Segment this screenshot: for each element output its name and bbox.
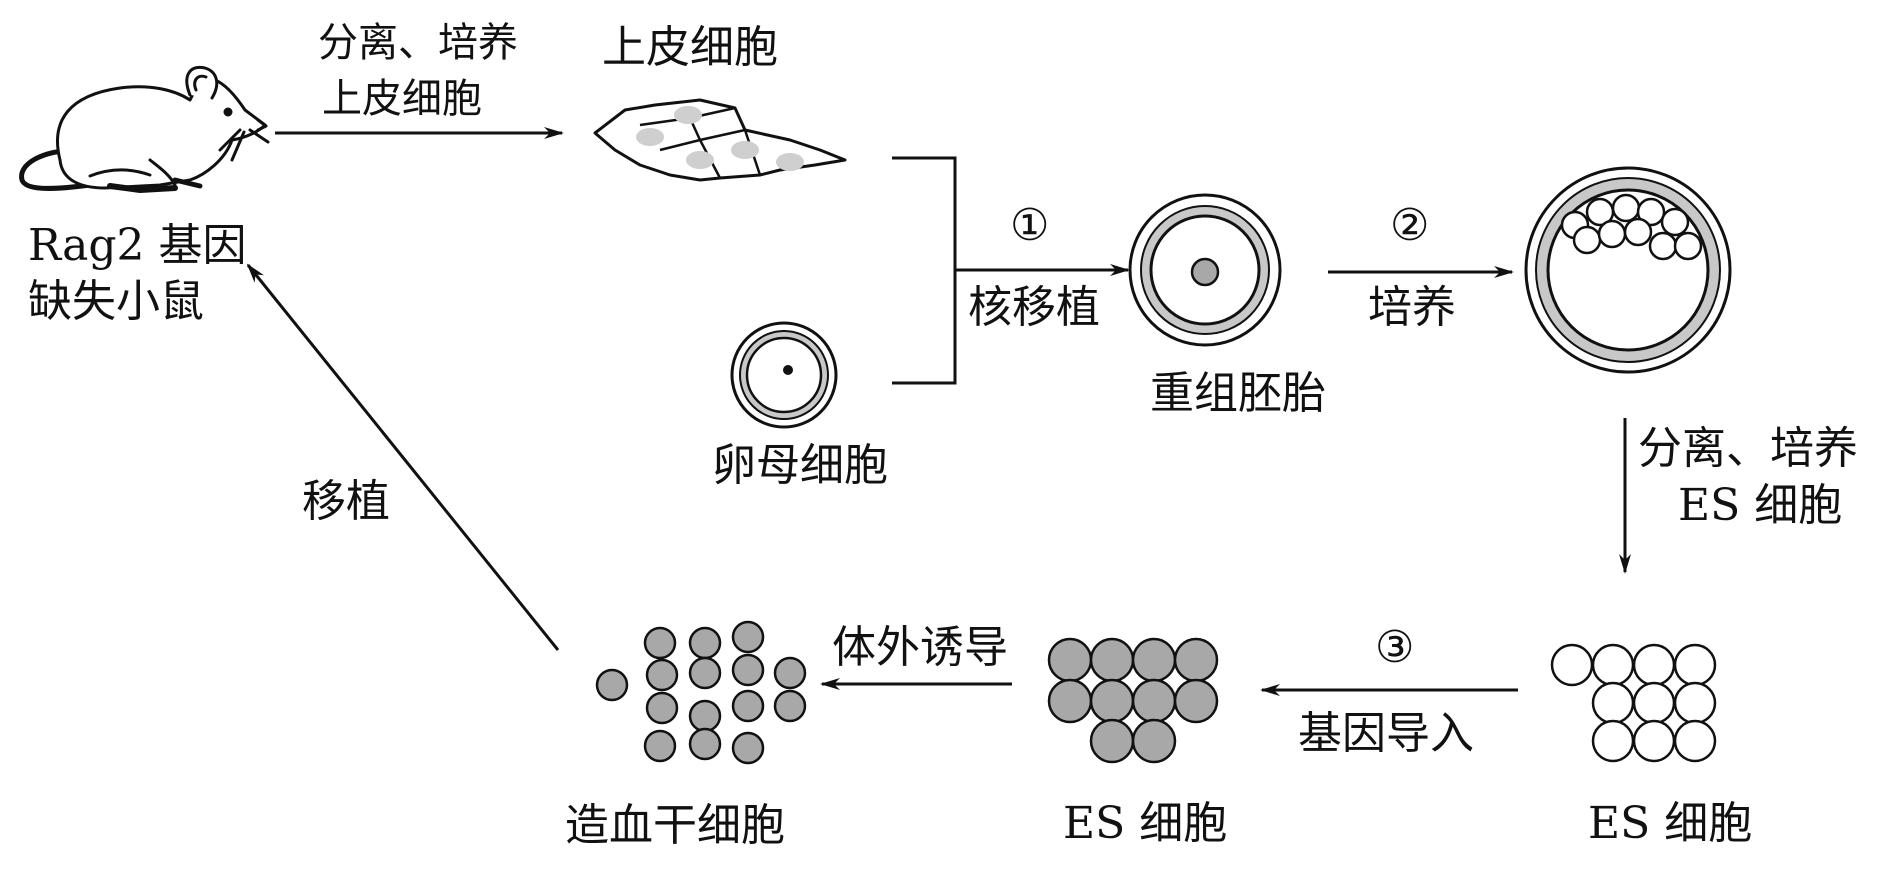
label-gene-introduction: 基因导入 <box>1298 708 1474 759</box>
es-cells-white-illustration <box>1550 643 1717 763</box>
es-cells-gray-illustration <box>1047 637 1219 764</box>
label-reconstructed-embryo: 重组胚胎 <box>1150 368 1326 419</box>
label-nuclear-transfer: 核移植 <box>968 282 1100 333</box>
label-es-cells-gray: ES 细胞 <box>1063 798 1228 849</box>
label-mouse-name-1: Rag2 基因 <box>28 220 247 271</box>
label-isolate-epithelial-1: 分离、培养 <box>318 20 518 66</box>
epithelial-cells-illustration <box>593 98 847 182</box>
label-in-vitro-induction: 体外诱导 <box>832 622 1008 673</box>
label-step2-num: ② <box>1390 200 1430 251</box>
label-hsc: 造血干细胞 <box>565 800 785 851</box>
label-mouse-name-2: 缺失小鼠 <box>28 276 204 327</box>
label-step1-num: ① <box>1010 200 1050 251</box>
label-transplant: 移植 <box>302 476 390 527</box>
arrow-transplant <box>246 263 560 651</box>
bracket-merge-line <box>892 156 957 385</box>
label-isolate-es-1: 分离、培养 <box>1638 423 1858 474</box>
label-isolate-epithelial-2: 上皮细胞 <box>322 76 482 122</box>
blastocyst-illustration <box>1524 166 1732 374</box>
label-oocyte: 卵母细胞 <box>712 440 888 491</box>
label-culture: 培养 <box>1368 282 1456 333</box>
label-epithelial-cells: 上皮细胞 <box>602 22 778 73</box>
oocyte-illustration <box>730 321 838 429</box>
label-es-cells-white: ES 细胞 <box>1588 798 1753 849</box>
reconstructed-embryo-illustration <box>1128 193 1282 347</box>
label-step3-num: ③ <box>1375 622 1415 673</box>
mouse-illustration <box>19 65 270 193</box>
label-isolate-es-2: ES 细胞 <box>1678 480 1843 531</box>
hsc-illustration <box>595 620 807 765</box>
